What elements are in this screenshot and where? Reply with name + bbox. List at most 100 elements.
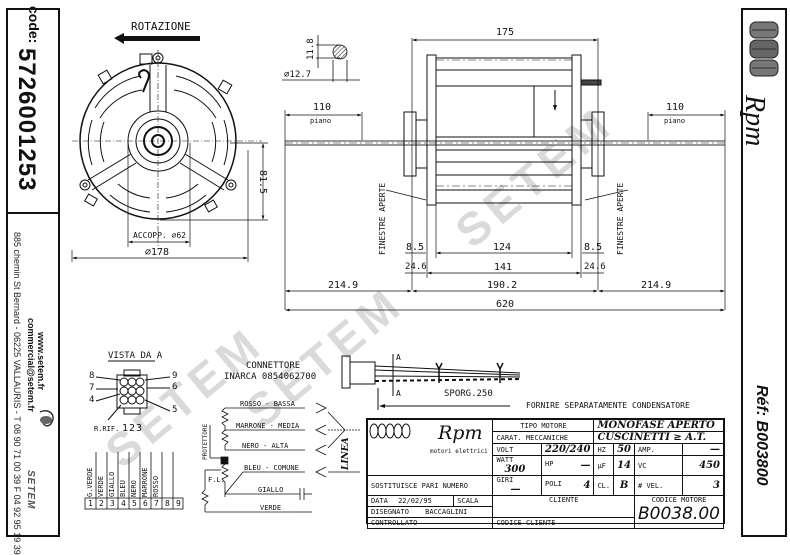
date-value: 22/02/95: [398, 497, 432, 505]
wire-bleu-comune: BLEU - COMUNE: [244, 464, 299, 472]
email-link[interactable]: commercial@setem.fr: [26, 318, 36, 412]
dim-214-9-left: 214.9: [328, 280, 359, 291]
setem-logo: SETEM: [25, 470, 36, 510]
left-info-panel: [6, 8, 60, 537]
pin-9: 9: [172, 371, 178, 381]
pin-7: 7: [89, 383, 95, 393]
dim-214-9-right: 214.9: [641, 280, 672, 291]
company-address: 885 chemin St Bernard - 06225 VALLAURIS …: [12, 232, 22, 555]
giri-value: —: [510, 484, 521, 495]
section-a-bottom: A: [396, 389, 401, 398]
dim-190-2: 190.2: [487, 280, 518, 291]
title-block: Rpm motori elettrici TIPO MOTORE MONOFAS…: [366, 418, 725, 529]
pin-8: 8: [89, 371, 95, 381]
hz-value: 50: [613, 443, 636, 456]
vel-label: # VEL.: [634, 475, 683, 496]
title-logo: Rpm: [438, 422, 483, 444]
code-label: code:: [26, 6, 42, 44]
wire-color-4: BLEU: [119, 480, 127, 497]
fl-label: F.L.: [208, 476, 225, 484]
wire-number-2: 2: [99, 499, 104, 508]
wire-verde: VERDE: [260, 504, 282, 512]
hz-label: HZ: [593, 443, 615, 456]
pin-6: 6: [172, 382, 178, 392]
website-link[interactable]: www.setem.fr: [36, 332, 46, 391]
right-shaft-note: piano: [664, 117, 686, 125]
wire-color-3: GIALLO: [108, 471, 116, 497]
pin-5: 5: [172, 405, 178, 415]
amp-label: AMP.: [634, 443, 683, 456]
motor-type-label: TIPO MOTORE: [492, 419, 595, 432]
date-label: DATA: [371, 497, 388, 505]
wire-number-5: 5: [132, 499, 137, 508]
line-label: LINEA: [341, 437, 351, 470]
title-logo-sub: motori elettrici: [430, 448, 488, 455]
dim-left-shaft: 110: [313, 102, 332, 113]
capacitor-note: FORNIRE SEPARATAMENTE CONDENSATORE: [526, 401, 690, 410]
watt-label: WATT: [496, 456, 514, 464]
wire-number-9: 9: [176, 499, 181, 508]
height-dimension: 81.5: [257, 170, 268, 195]
wire-number-3: 3: [110, 499, 115, 508]
front-view-motor: [72, 50, 262, 250]
logo-cell: Rpm motori elettrici: [366, 419, 494, 476]
hp-row: HP —: [541, 455, 595, 476]
pin-4: 4: [89, 395, 95, 405]
wire-color-7: ROSSO: [152, 475, 160, 497]
motor-code-value: B0038.00: [638, 504, 720, 524]
watermark: SETEM: [445, 96, 624, 258]
volt-value: 220/240: [541, 443, 595, 456]
giri-row: GIRI —: [492, 475, 543, 496]
window-label-right: FINESTRE APERTE: [616, 182, 625, 255]
dim-right-shaft: 110: [666, 102, 685, 113]
motor-type-value: MONOFASE APERTO: [593, 419, 724, 432]
shaft-flat-dimension: 11.8: [306, 38, 316, 60]
shaft-diameter-dimension: ⌀12.7: [284, 70, 312, 80]
dim-141: 141: [494, 262, 513, 273]
mech-value: CUSCINETTI ≥ A.T.: [593, 431, 724, 444]
motor-code-cell: CODICE MOTORE B0038.00: [634, 495, 724, 529]
dim-8-5-left: 8.5: [406, 242, 425, 253]
cl-label: CL.: [593, 475, 615, 496]
connector-title: CONNETTORE: [246, 361, 301, 371]
uf-label: µF: [593, 455, 615, 476]
poli-label: POLI: [545, 480, 562, 488]
diameter-dimension: ⌀178: [145, 247, 170, 258]
drawn-by: BACCAGLINI: [425, 508, 468, 516]
motor-code-label: CODICE MOTORE: [651, 496, 707, 504]
left-shaft-note: piano: [310, 117, 332, 125]
cable-length: SPORG.250: [444, 389, 493, 399]
reference-number: Réf: B003800: [753, 385, 770, 486]
dim-body-length: 175: [496, 27, 515, 38]
code-value: 5726001253: [13, 48, 40, 192]
ref-pin-label: R.RIF.: [94, 425, 120, 433]
cable-assembly: [341, 354, 521, 410]
right-brand-panel: [741, 8, 787, 537]
cl-value: B: [613, 475, 636, 496]
protector-label: PROTETTORE: [202, 423, 209, 460]
wire-color-1: G.VERDE: [86, 467, 94, 497]
coupling-dimension: ACCOPP. ⌀62: [133, 231, 186, 240]
replaces-label: SOSTITUISCE PARI NUMERO: [366, 475, 494, 496]
window-label-left: FINESTRE APERTE: [378, 182, 387, 255]
watt-row: WATT 300: [492, 455, 543, 476]
connector-view-title: VISTA DA A: [108, 351, 163, 361]
giri-label: GIRI: [496, 476, 514, 484]
wire-number-4: 4: [121, 499, 126, 508]
vel-value: 3: [681, 475, 725, 496]
pins-bottom: 123: [122, 423, 144, 434]
connector-part-number: INARCA 0854062700: [224, 372, 317, 382]
dim-124: 124: [493, 242, 512, 253]
wire-rosso-bassa: ROSSO - BASSA: [240, 400, 295, 408]
scale-label: SCALA: [453, 495, 494, 507]
hp-label: HP: [545, 460, 554, 468]
wire-color-2: VERDE: [97, 475, 105, 497]
mech-label: CARAT. MECCANICHE: [492, 431, 595, 444]
client-code-label: CODICE CLIENTE: [492, 517, 636, 529]
drawn-row: DISEGNATO BACCAGLINI: [366, 506, 494, 518]
wire-number-1: 1: [88, 499, 93, 508]
wire-nero-alta: NERO - ALTA: [242, 442, 289, 450]
wire-number-7: 7: [154, 499, 159, 508]
drawn-label: DISEGNATO: [371, 508, 409, 516]
dim-24-6-right: 24.6: [584, 262, 606, 272]
